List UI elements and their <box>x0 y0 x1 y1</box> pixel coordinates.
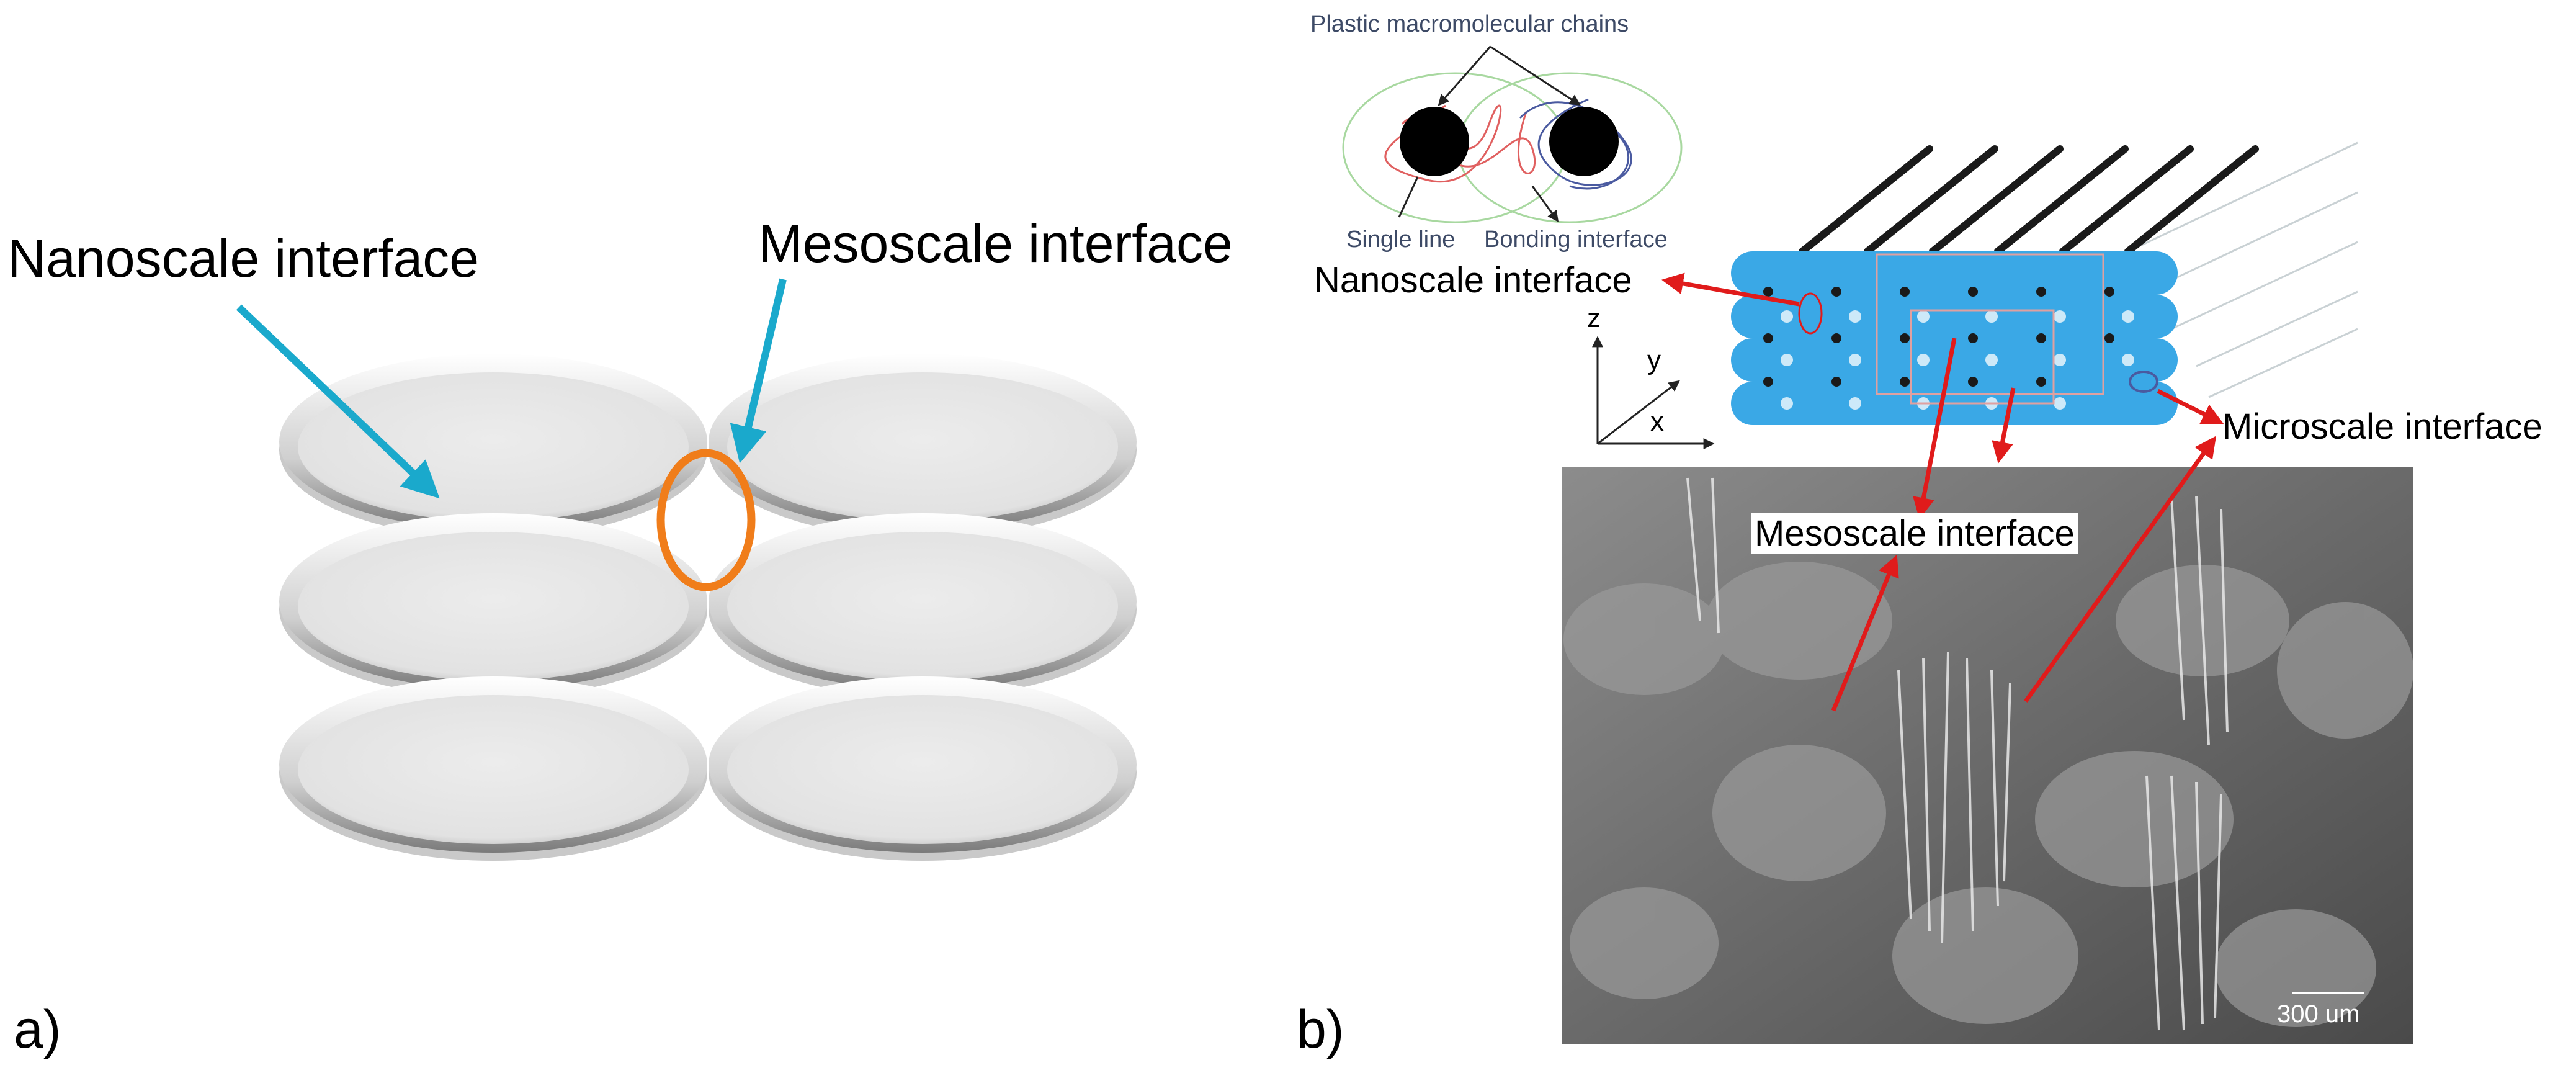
ellipse-row-1-left <box>279 354 707 538</box>
axes-icon <box>1592 336 1715 449</box>
ellipse-row-1-right <box>709 354 1137 538</box>
meso-arrow-2 <box>1992 387 2016 464</box>
mesoscale-highlight-ring <box>656 449 756 591</box>
chain-core-left <box>1400 107 1469 176</box>
printed-lattice <box>1731 141 2358 425</box>
chain-core-right <box>1549 107 1619 176</box>
nano-arrow <box>1661 272 1800 307</box>
nanoscale-arrow <box>236 304 440 499</box>
panel-b-red-arrows <box>1661 272 2224 712</box>
axis-y-label: y <box>1647 345 1661 375</box>
panel-b-microscale-label: Microscale interface <box>2222 406 2542 447</box>
scale-bar-label: 300 um <box>2277 1000 2360 1028</box>
chains-title: Plastic macromolecular chains <box>1310 11 1629 37</box>
sem-image <box>1562 467 2413 1044</box>
micro-arrow <box>2157 389 2224 424</box>
micro-arrow-up <box>2024 436 2217 703</box>
single-line-label: Single line <box>1346 227 1456 253</box>
panel-b-mesoscale-label: Mesoscale interface <box>1751 513 2078 554</box>
panel-b-label: b) <box>1297 1000 1344 1059</box>
axis-x-label: x <box>1650 406 1664 437</box>
ellipse-row-3-right <box>709 676 1137 861</box>
mesoscale-arrow <box>730 278 787 464</box>
ellipse-row-3-left <box>279 676 707 861</box>
ellipse-row-2-right <box>709 513 1137 698</box>
meso-arrow-up <box>1831 554 1899 712</box>
ellipse-row-2-left <box>279 513 707 698</box>
panel-a-label: a) <box>14 1000 61 1059</box>
axis-z-label: z <box>1587 303 1601 333</box>
nano-marker <box>1798 292 1823 335</box>
panel-a-ellipses <box>279 354 1137 861</box>
meso-arrow-1 <box>1913 338 1957 519</box>
panel-a-mesoscale-label: Mesoscale interface <box>758 214 1233 274</box>
micro-marker <box>2129 371 2158 393</box>
panel-a-nanoscale-label: Nanoscale interface <box>7 229 480 289</box>
bonding-interface-label: Bonding interface <box>1484 227 1668 253</box>
panel-b-nanoscale-label: Nanoscale interface <box>1314 260 1632 300</box>
chain-inset <box>1342 45 1683 223</box>
